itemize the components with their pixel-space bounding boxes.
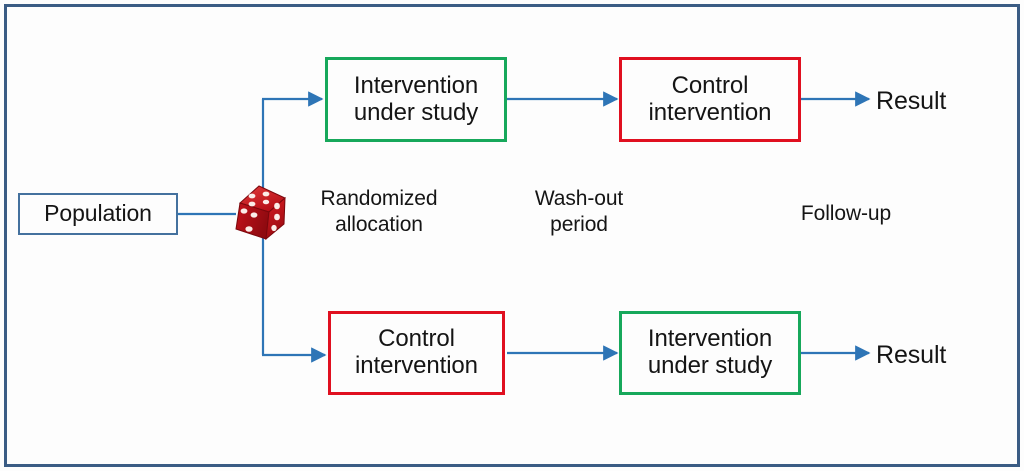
- label-randomized-allocation-line1: Randomized: [320, 187, 438, 210]
- node-bottom-intervention[interactable]: Intervention under study: [619, 311, 801, 395]
- node-top-control-line1: Control: [671, 71, 749, 99]
- node-population[interactable]: Population: [18, 193, 178, 235]
- label-randomized-allocation: Randomized allocation: [300, 186, 458, 237]
- node-top-intervention-line2: under study: [353, 98, 479, 126]
- node-bottom-control-line2: intervention: [355, 352, 478, 379]
- node-top-control[interactable]: Control intervention: [619, 57, 801, 142]
- label-follow-up-line1: Follow-up: [800, 202, 892, 225]
- node-population-label: Population: [44, 200, 152, 227]
- label-washout-period-line2: period: [550, 212, 608, 236]
- label-follow-up: Follow-up: [768, 201, 924, 227]
- node-bottom-control[interactable]: Control intervention: [328, 311, 505, 395]
- label-bottom-result: Result: [876, 341, 947, 369]
- node-top-control-line2: intervention: [648, 98, 772, 126]
- dice-icon: [235, 185, 286, 241]
- label-washout-period-line1: Wash-out: [534, 187, 624, 210]
- node-bottom-intervention-line2: under study: [647, 352, 773, 379]
- label-randomized-allocation-line2: allocation: [335, 212, 423, 236]
- label-washout-period: Wash-out period: [506, 186, 652, 237]
- node-bottom-control-line1: Control: [378, 325, 455, 353]
- node-top-intervention-line1: Intervention: [353, 71, 479, 99]
- node-bottom-intervention-line1: Intervention: [647, 325, 773, 353]
- node-top-intervention[interactable]: Intervention under study: [325, 57, 507, 142]
- label-top-result: Result: [876, 87, 947, 115]
